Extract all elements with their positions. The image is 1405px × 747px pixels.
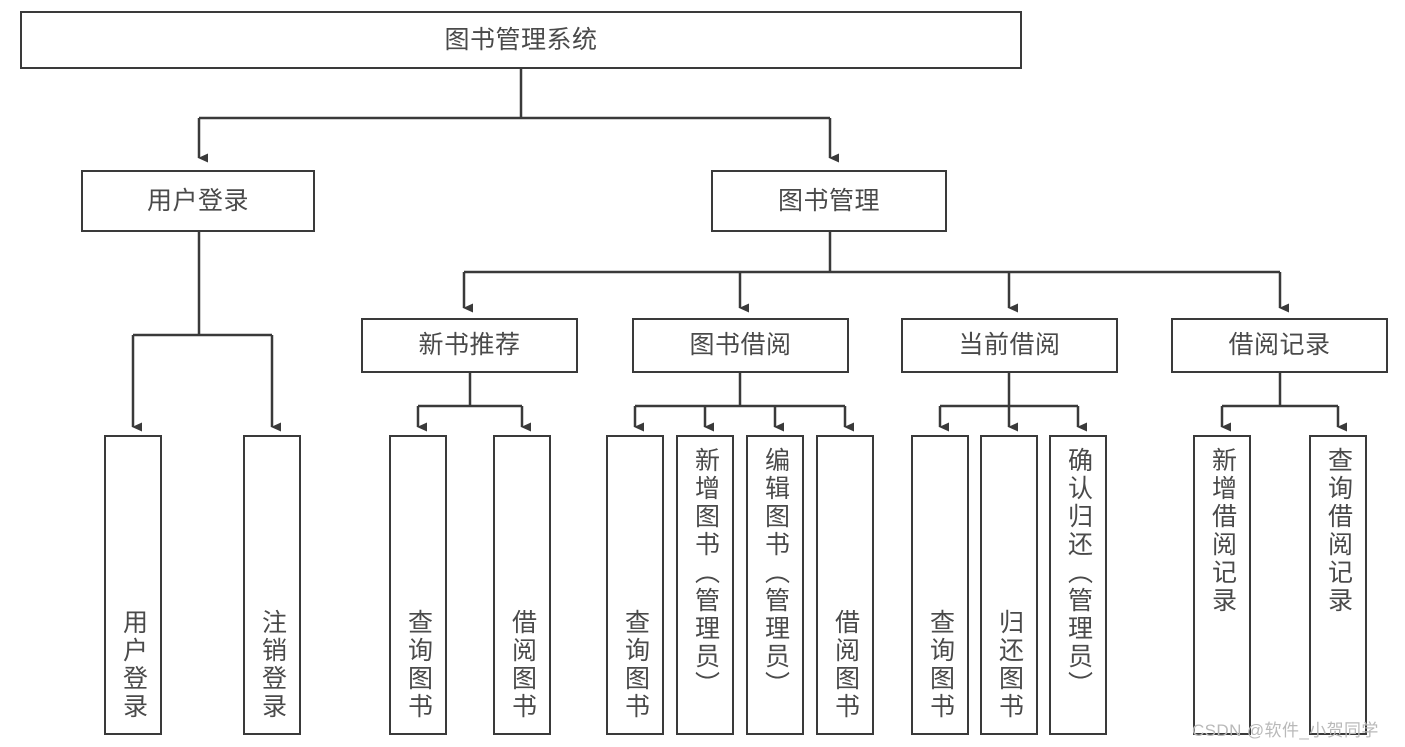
- node-label: 查询借阅记录: [1324, 447, 1353, 615]
- node-leaf-add-borrow-record[interactable]: 新增借阅记录: [1193, 435, 1251, 735]
- node-label: 借阅图书: [831, 609, 860, 721]
- node-label: 新书推荐: [418, 331, 521, 359]
- node-new-book-recommend[interactable]: 新书推荐: [361, 318, 578, 373]
- node-borrow-record[interactable]: 借阅记录: [1171, 318, 1388, 373]
- node-label: 查询图书: [926, 609, 955, 721]
- node-label: 图书借阅: [689, 331, 792, 359]
- node-leaf-query-book-borrow[interactable]: 查询图书: [606, 435, 664, 735]
- node-label: 查询图书: [404, 609, 433, 721]
- node-label: 确认归还（管理员）: [1064, 447, 1093, 699]
- node-user-login[interactable]: 用户登录: [81, 170, 315, 232]
- node-leaf-query-book-current[interactable]: 查询图书: [911, 435, 969, 735]
- node-book-borrow[interactable]: 图书借阅: [632, 318, 849, 373]
- node-label: 用户登录: [119, 609, 148, 721]
- node-label: 新增图书（管理员）: [691, 447, 720, 699]
- node-label: 图书管理系统: [444, 25, 598, 54]
- node-label: 新增借阅记录: [1208, 447, 1237, 615]
- node-label: 借阅图书: [508, 609, 537, 721]
- node-leaf-confirm-return-admin[interactable]: 确认归还（管理员）: [1049, 435, 1107, 735]
- node-leaf-edit-book-admin[interactable]: 编辑图书（管理员）: [746, 435, 804, 735]
- node-book-management[interactable]: 图书管理: [711, 170, 947, 232]
- node-leaf-user-login[interactable]: 用户登录: [104, 435, 162, 735]
- node-label: 编辑图书（管理员）: [761, 447, 790, 699]
- node-leaf-logout[interactable]: 注销登录: [243, 435, 301, 735]
- node-label: 用户登录: [146, 186, 249, 215]
- node-label: 图书管理: [777, 186, 880, 215]
- node-leaf-query-borrow-record[interactable]: 查询借阅记录: [1309, 435, 1367, 735]
- node-root-book-management-system[interactable]: 图书管理系统: [20, 11, 1022, 69]
- node-label: 注销登录: [258, 609, 287, 721]
- node-label: 查询图书: [621, 609, 650, 721]
- node-leaf-borrow-book-recommend[interactable]: 借阅图书: [493, 435, 551, 735]
- node-label: 借阅记录: [1228, 331, 1331, 359]
- node-leaf-return-book[interactable]: 归还图书: [980, 435, 1038, 735]
- node-label: 当前借阅: [958, 331, 1061, 359]
- node-leaf-borrow-book[interactable]: 借阅图书: [816, 435, 874, 735]
- node-current-borrow[interactable]: 当前借阅: [901, 318, 1118, 373]
- node-label: 归还图书: [995, 609, 1024, 721]
- node-leaf-query-book-recommend[interactable]: 查询图书: [389, 435, 447, 735]
- node-leaf-add-book-admin[interactable]: 新增图书（管理员）: [676, 435, 734, 735]
